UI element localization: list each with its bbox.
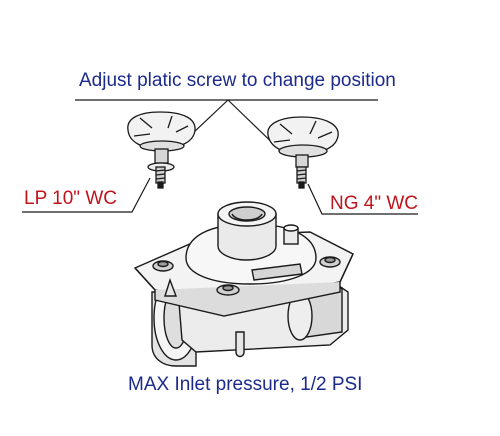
regulator-body bbox=[133, 201, 354, 367]
leader-lines bbox=[22, 99, 418, 215]
ng-setting-label: NG 4" WC bbox=[330, 193, 419, 214]
ng-leader-line bbox=[307, 183, 418, 215]
adjust-screw-title: Adjust platic screw to change position bbox=[79, 70, 396, 91]
max-inlet-pressure-label: MAX Inlet pressure, 1/2 PSI bbox=[128, 374, 363, 395]
ng-adjust-screw bbox=[267, 116, 339, 189]
lp-leader-line bbox=[22, 177, 151, 213]
lp-setting-label: LP 10" WC bbox=[24, 188, 117, 209]
lp-adjust-screw bbox=[127, 111, 196, 189]
